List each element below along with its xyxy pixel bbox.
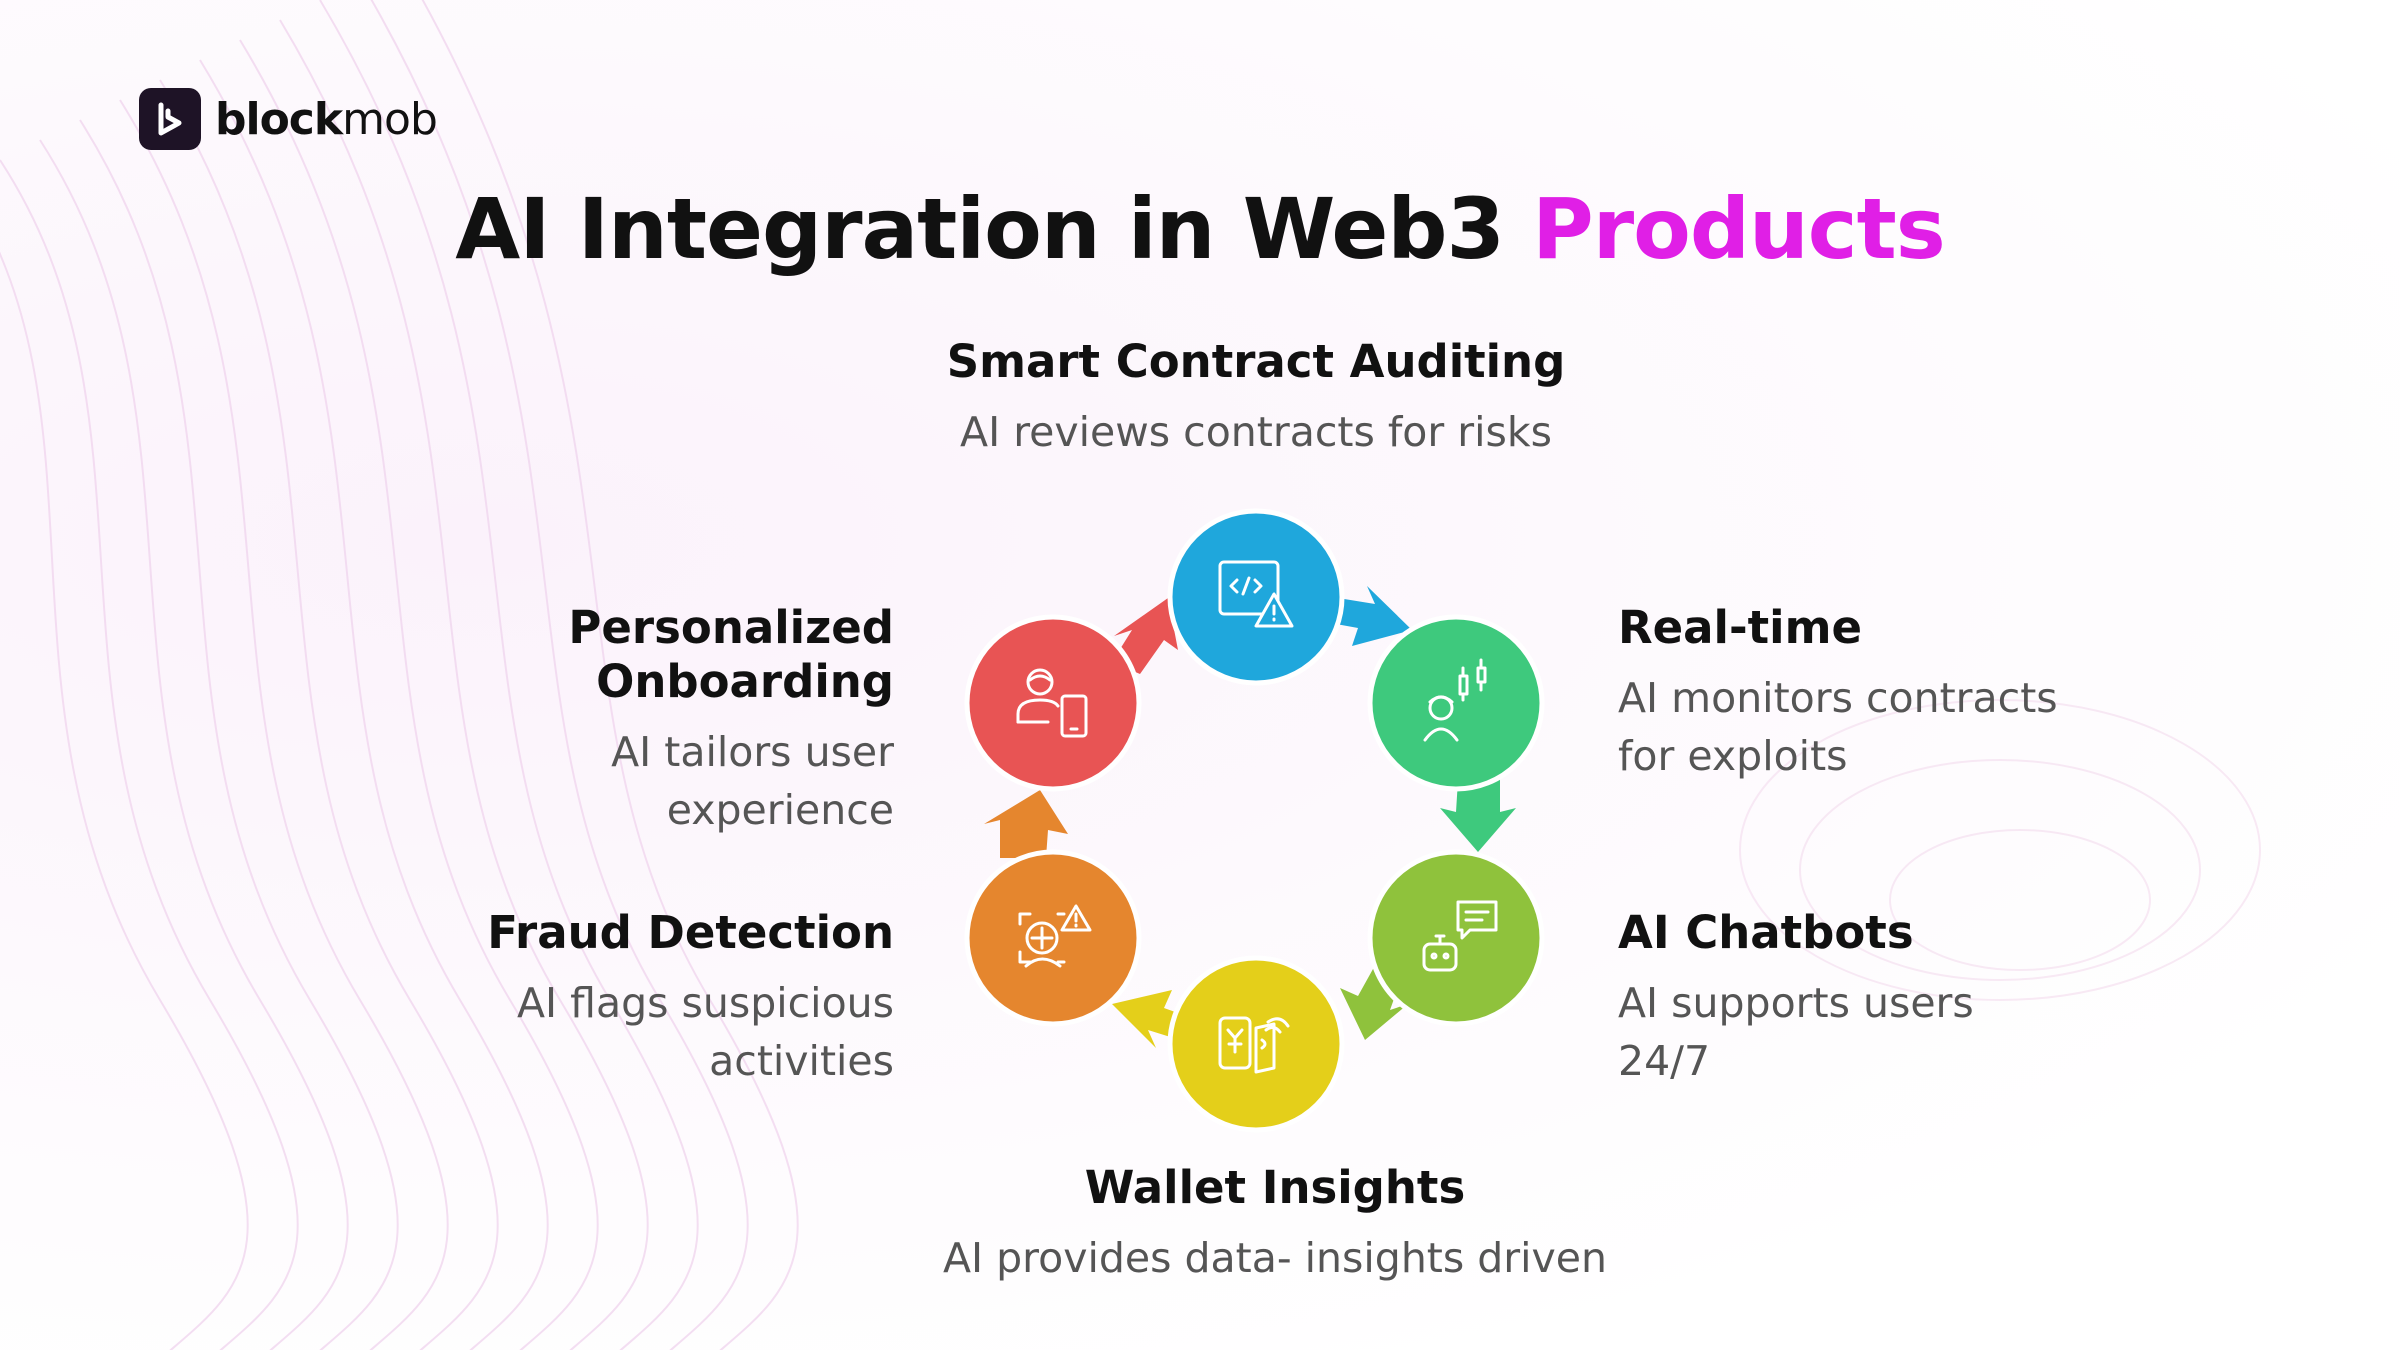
step-title: Fraud Detection — [487, 906, 894, 959]
label-fraud-detection: Fraud Detection AI flags suspicious activ… — [300, 906, 894, 1090]
step-description-line: AI supports users — [1618, 979, 1974, 1027]
step-description-line: for exploits — [1618, 732, 1848, 780]
step-title: AI Chatbots — [1618, 906, 1914, 959]
page-title: AI Integration in Web3 Products — [0, 180, 2400, 278]
page-title-main: AI Integration in Web3 — [455, 180, 1505, 278]
brand-name: blockmob — [215, 93, 438, 145]
step-description-line: activities — [709, 1037, 894, 1085]
step-title: Personalized Onboarding — [568, 601, 894, 708]
arrow-auditing-to-realtime — [1325, 586, 1412, 646]
chatbot-icon — [1422, 900, 1498, 972]
user-device-icon — [1016, 668, 1088, 738]
label-ai-chatbots: AI Chatbots AI supports users 24/7 — [1618, 906, 2238, 1090]
arrow-fraud-to-onboarding — [984, 790, 1068, 858]
step-description: AI reviews contracts for risks — [900, 403, 1612, 461]
label-smart-contract-auditing: Smart Contract Auditing AI reviews contr… — [900, 335, 1612, 461]
step-title: Smart Contract Auditing — [946, 335, 1566, 388]
step-description: AI flags suspicious activities — [300, 974, 894, 1090]
step-description: AI monitors contracts for exploits — [1618, 669, 2238, 785]
node-smart-contract-auditing — [1167, 508, 1345, 686]
node-fraud-detection — [964, 849, 1142, 1027]
step-title: Real-time — [1618, 601, 1862, 654]
brand-name-light: mob — [342, 93, 438, 145]
code-warning-icon — [1218, 560, 1294, 628]
node-ai-chatbots — [1367, 849, 1545, 1027]
arrow-onboarding-to-auditing — [1112, 598, 1178, 674]
label-real-time: Real-time AI monitors contracts for explo… — [1618, 601, 2238, 785]
node-real-time — [1367, 614, 1545, 792]
label-wallet-insights: Wallet Insights AI provides data- insigh… — [880, 1161, 1670, 1287]
step-title: Wallet Insights — [1084, 1161, 1466, 1214]
step-description-line: AI flags suspicious — [516, 979, 894, 1027]
brand-logo[interactable]: blockmob — [139, 88, 438, 150]
step-description-line: AI reviews contracts for risks — [960, 408, 1552, 456]
step-description: AI tailors user experience — [300, 723, 894, 839]
cycle-arrows — [984, 586, 1516, 1048]
wallet-phone-icon — [1218, 1016, 1290, 1074]
face-scan-warning-icon — [1018, 904, 1092, 968]
step-description-line: 24/7 — [1618, 1037, 1711, 1085]
step-description: AI supports users 24/7 — [1618, 974, 2238, 1090]
node-personalized-onboarding — [964, 614, 1142, 792]
arrow-realtime-to-chatbots — [1440, 775, 1516, 852]
brand-name-bold: block — [215, 93, 343, 145]
page-title-accent: Products — [1532, 180, 1946, 278]
node-wallet-insights — [1167, 955, 1345, 1133]
step-description-line: AI provides data- insights driven — [942, 1234, 1608, 1282]
step-description: AI provides data- insights driven — [880, 1229, 1670, 1287]
step-description-line: AI monitors contracts — [1618, 674, 2058, 722]
label-personalized-onboarding: Personalized Onboarding AI tailors user e… — [300, 601, 894, 839]
blockmob-logo-icon — [139, 88, 201, 150]
trader-chart-icon — [1423, 658, 1487, 742]
step-description-line: AI tailors user — [611, 728, 894, 776]
step-description-line: experience — [666, 786, 894, 834]
